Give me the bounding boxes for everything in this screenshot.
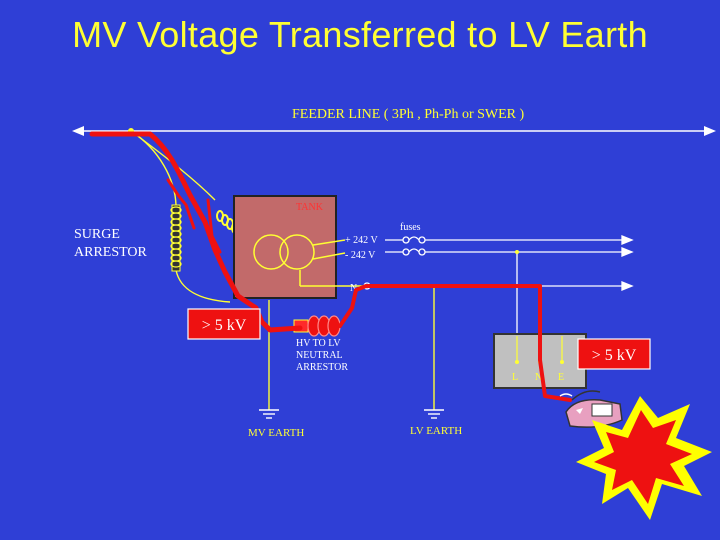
surge-arrestor-label-2: ARRESTOR (74, 245, 148, 260)
voltage-badge-right: > 5 kV (577, 338, 651, 370)
voltage-badge-right-text: > 5 kV (592, 347, 637, 364)
fuses-label: fuses (400, 222, 421, 233)
tank-label: TANK (296, 202, 324, 213)
voltage-badge-left: > 5 kV (187, 308, 261, 340)
explosion-icon (576, 396, 712, 520)
transformer-tank: TANK (233, 195, 364, 299)
mv-earth-label: MV EARTH (248, 427, 304, 439)
appliance-e-label: E (558, 372, 564, 383)
voltage-badge-left-text: > 5 kV (202, 317, 247, 334)
transformer-symbol (253, 234, 364, 287)
hv-lv-label-3: ARRESTOR (296, 362, 348, 373)
appliance-l-label: L (512, 372, 518, 383)
lv-earth-label: LV EARTH (410, 425, 462, 437)
hv-lv-label-1: HV TO LV (296, 338, 341, 349)
feeder-line (72, 126, 716, 136)
fuse-icon (402, 236, 426, 256)
surge-arrestor-coil (170, 204, 182, 272)
hv-lv-label-2: NEUTRAL (296, 350, 343, 361)
iron-appliance-icon (559, 390, 623, 428)
surge-arrestor-label-1: SURGE (74, 227, 120, 242)
feeder-line-label: FEEDER LINE ( 3Ph , Ph-Ph or SWER ) (292, 107, 525, 122)
mv-earth-symbol (259, 409, 279, 419)
plus-242-label: + 242 V (345, 235, 378, 246)
appliance-n-label: N (535, 372, 542, 383)
minus-242-label: - 242 V (345, 250, 376, 261)
fault-path (89, 131, 572, 402)
drop-wires (130, 130, 435, 410)
neutral-label: N (350, 283, 357, 294)
lv-earth-symbol (424, 409, 444, 419)
page-title: MV Voltage Transferred to LV Earth (72, 14, 648, 55)
